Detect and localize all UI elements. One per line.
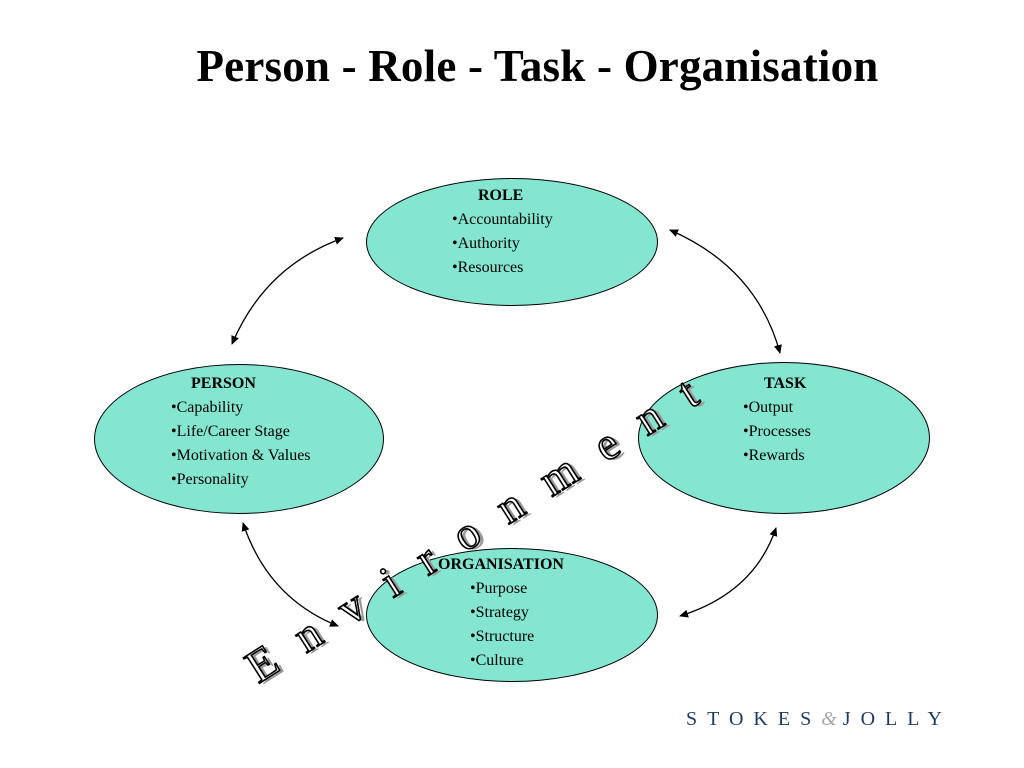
logo-right: JOLLY — [842, 708, 952, 730]
person-item: Capability — [171, 396, 311, 420]
task-items: Output Processes Rewards — [743, 396, 811, 468]
organisation-item: Strategy — [470, 601, 564, 625]
organisation-heading: ORGANISATION — [438, 556, 564, 573]
page-title: Person - Role - Task - Organisation — [196, 41, 879, 91]
task-heading: TASK — [764, 375, 807, 392]
person-items: Capability Life/Career Stage Motivation … — [171, 396, 311, 492]
role-node-text: ROLE Accountability Authority Resources — [452, 184, 553, 280]
person-item: Motivation & Values — [171, 444, 311, 468]
person-heading: PERSON — [191, 375, 256, 392]
logo-left: STOKES — [686, 708, 822, 730]
task-item: Rewards — [743, 444, 811, 468]
person-item: Life/Career Stage — [171, 420, 311, 444]
task-item: Processes — [743, 420, 811, 444]
person-node-text: PERSON Capability Life/Career Stage Moti… — [171, 372, 311, 492]
role-items: Accountability Authority Resources — [452, 208, 553, 280]
arrow-person-role — [231, 236, 344, 345]
role-item: Authority — [452, 232, 553, 256]
arrow-task-organisation — [679, 527, 778, 618]
stokes-jolly-logo: STOKES&JOLLY — [686, 708, 952, 731]
organisation-item: Culture — [470, 649, 564, 673]
task-node-text: TASK Output Processes Rewards — [743, 372, 811, 468]
arrow-organisation-person — [241, 522, 339, 627]
person-item: Personality — [171, 468, 311, 492]
role-item: Resources — [452, 256, 553, 280]
organisation-node-text: ORGANISATION Purpose Strategy Structure … — [438, 553, 564, 673]
role-heading: ROLE — [478, 187, 524, 204]
logo-ampersand: & — [821, 708, 843, 730]
task-item: Output — [743, 396, 811, 420]
organisation-item: Purpose — [470, 577, 564, 601]
organisation-item: Structure — [470, 625, 564, 649]
arrow-role-task — [669, 229, 782, 354]
role-item: Accountability — [452, 208, 553, 232]
organisation-items: Purpose Strategy Structure Culture — [470, 577, 564, 673]
